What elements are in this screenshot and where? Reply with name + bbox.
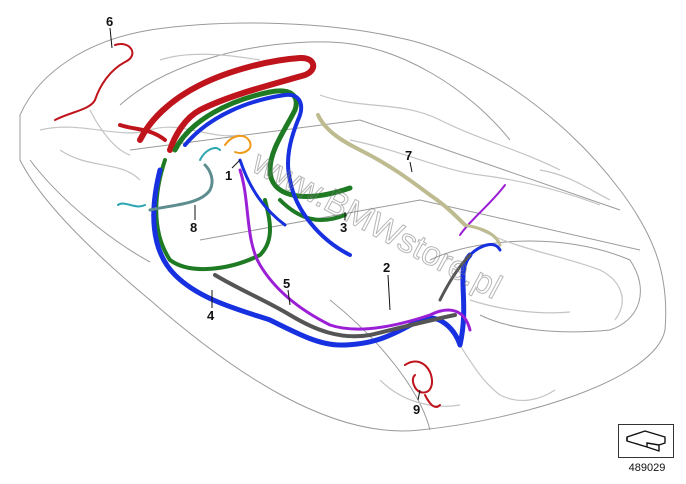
harness-7-khaki bbox=[316, 113, 502, 247]
ghost-wiring bbox=[39, 53, 623, 407]
callout-3: 3 bbox=[340, 220, 347, 235]
callout-4: 4 bbox=[207, 308, 215, 323]
vehicle-outline bbox=[19, 22, 667, 432]
callouts: 1 2 3 4 5 6 7 8 9 bbox=[106, 14, 420, 417]
reference-number: 489029 bbox=[628, 462, 666, 474]
callout-9: 9 bbox=[413, 402, 420, 417]
orientation-arrow-icon bbox=[626, 430, 666, 452]
harness-5-purple bbox=[238, 168, 506, 332]
harness-4-blue bbox=[151, 92, 502, 348]
callout-8: 8 bbox=[190, 220, 197, 235]
harness-8-teal bbox=[117, 147, 221, 212]
callout-7: 7 bbox=[405, 148, 412, 163]
harness-9-red-small bbox=[404, 360, 441, 408]
callout-5: 5 bbox=[283, 276, 290, 291]
harness-2-grey bbox=[213, 253, 472, 339]
callout-2: 2 bbox=[383, 260, 390, 275]
orientation-icon-box bbox=[618, 424, 674, 458]
harness-6-red bbox=[54, 43, 317, 153]
callout-1: 1 bbox=[225, 168, 232, 183]
callout-6: 6 bbox=[106, 14, 113, 29]
leader-lines bbox=[109, 27, 421, 401]
harness-1-orange bbox=[224, 134, 252, 154]
